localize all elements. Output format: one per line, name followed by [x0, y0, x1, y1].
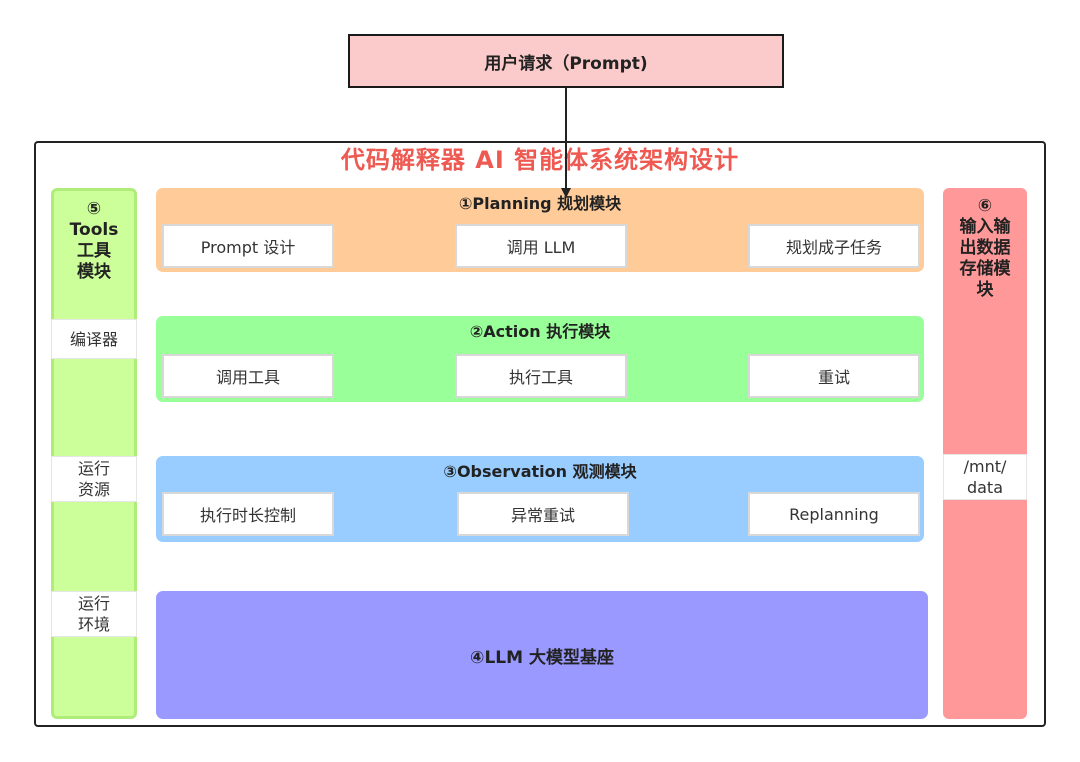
- tools-module-title: ⑤ Tools 工具 模块: [69, 199, 119, 282]
- planning-item-call-llm: 调用 LLM: [455, 224, 627, 268]
- tools-item-runtime-resources: 运行 资源: [51, 456, 137, 502]
- action-module-title: ②Action 执行模块: [469, 322, 611, 341]
- action-item-retry: 重试: [748, 354, 920, 398]
- io-storage-module-title: ⑥ 输入输 出数据 存储模 块: [959, 196, 1011, 300]
- user-prompt-box: 用户请求（Prompt): [348, 34, 784, 88]
- user-prompt-label: 用户请求（Prompt): [484, 53, 648, 74]
- planning-item-subtasks: 规划成子任务: [748, 224, 920, 268]
- io-storage-module: ⑥ 输入输 出数据 存储模 块 /mnt/ data: [943, 188, 1027, 719]
- storage-item-mnt-data: /mnt/ data: [943, 454, 1027, 500]
- planning-module-title: ①Planning 规划模块: [458, 194, 622, 213]
- planning-module: ①Planning 规划模块 Prompt 设计 调用 LLM 规划成子任务: [156, 188, 924, 272]
- planning-item-prompt-design: Prompt 设计: [162, 224, 334, 268]
- tools-module: ⑤ Tools 工具 模块 编译器 运行 资源 运行 环境: [51, 188, 137, 719]
- observation-item-replanning: Replanning: [748, 492, 920, 536]
- tools-item-runtime-environment: 运行 环境: [51, 591, 137, 637]
- observation-item-exception-retry: 异常重试: [457, 492, 629, 536]
- action-item-call-tools: 调用工具: [162, 354, 334, 398]
- observation-module-title: ③Observation 观测模块: [443, 462, 637, 481]
- observation-item-timeout-control: 执行时长控制: [162, 492, 334, 536]
- action-module: ②Action 执行模块 调用工具 执行工具 重试: [156, 316, 924, 402]
- action-item-execute-tools: 执行工具: [455, 354, 627, 398]
- llm-foundation-title: ④LLM 大模型基座: [470, 647, 614, 668]
- llm-foundation-module: ④LLM 大模型基座: [156, 591, 928, 719]
- observation-module: ③Observation 观测模块 执行时长控制 异常重试 Replanning: [156, 456, 924, 542]
- diagram-title: 代码解释器 AI 智能体系统架构设计: [340, 146, 740, 174]
- tools-item-compiler: 编译器: [51, 319, 137, 359]
